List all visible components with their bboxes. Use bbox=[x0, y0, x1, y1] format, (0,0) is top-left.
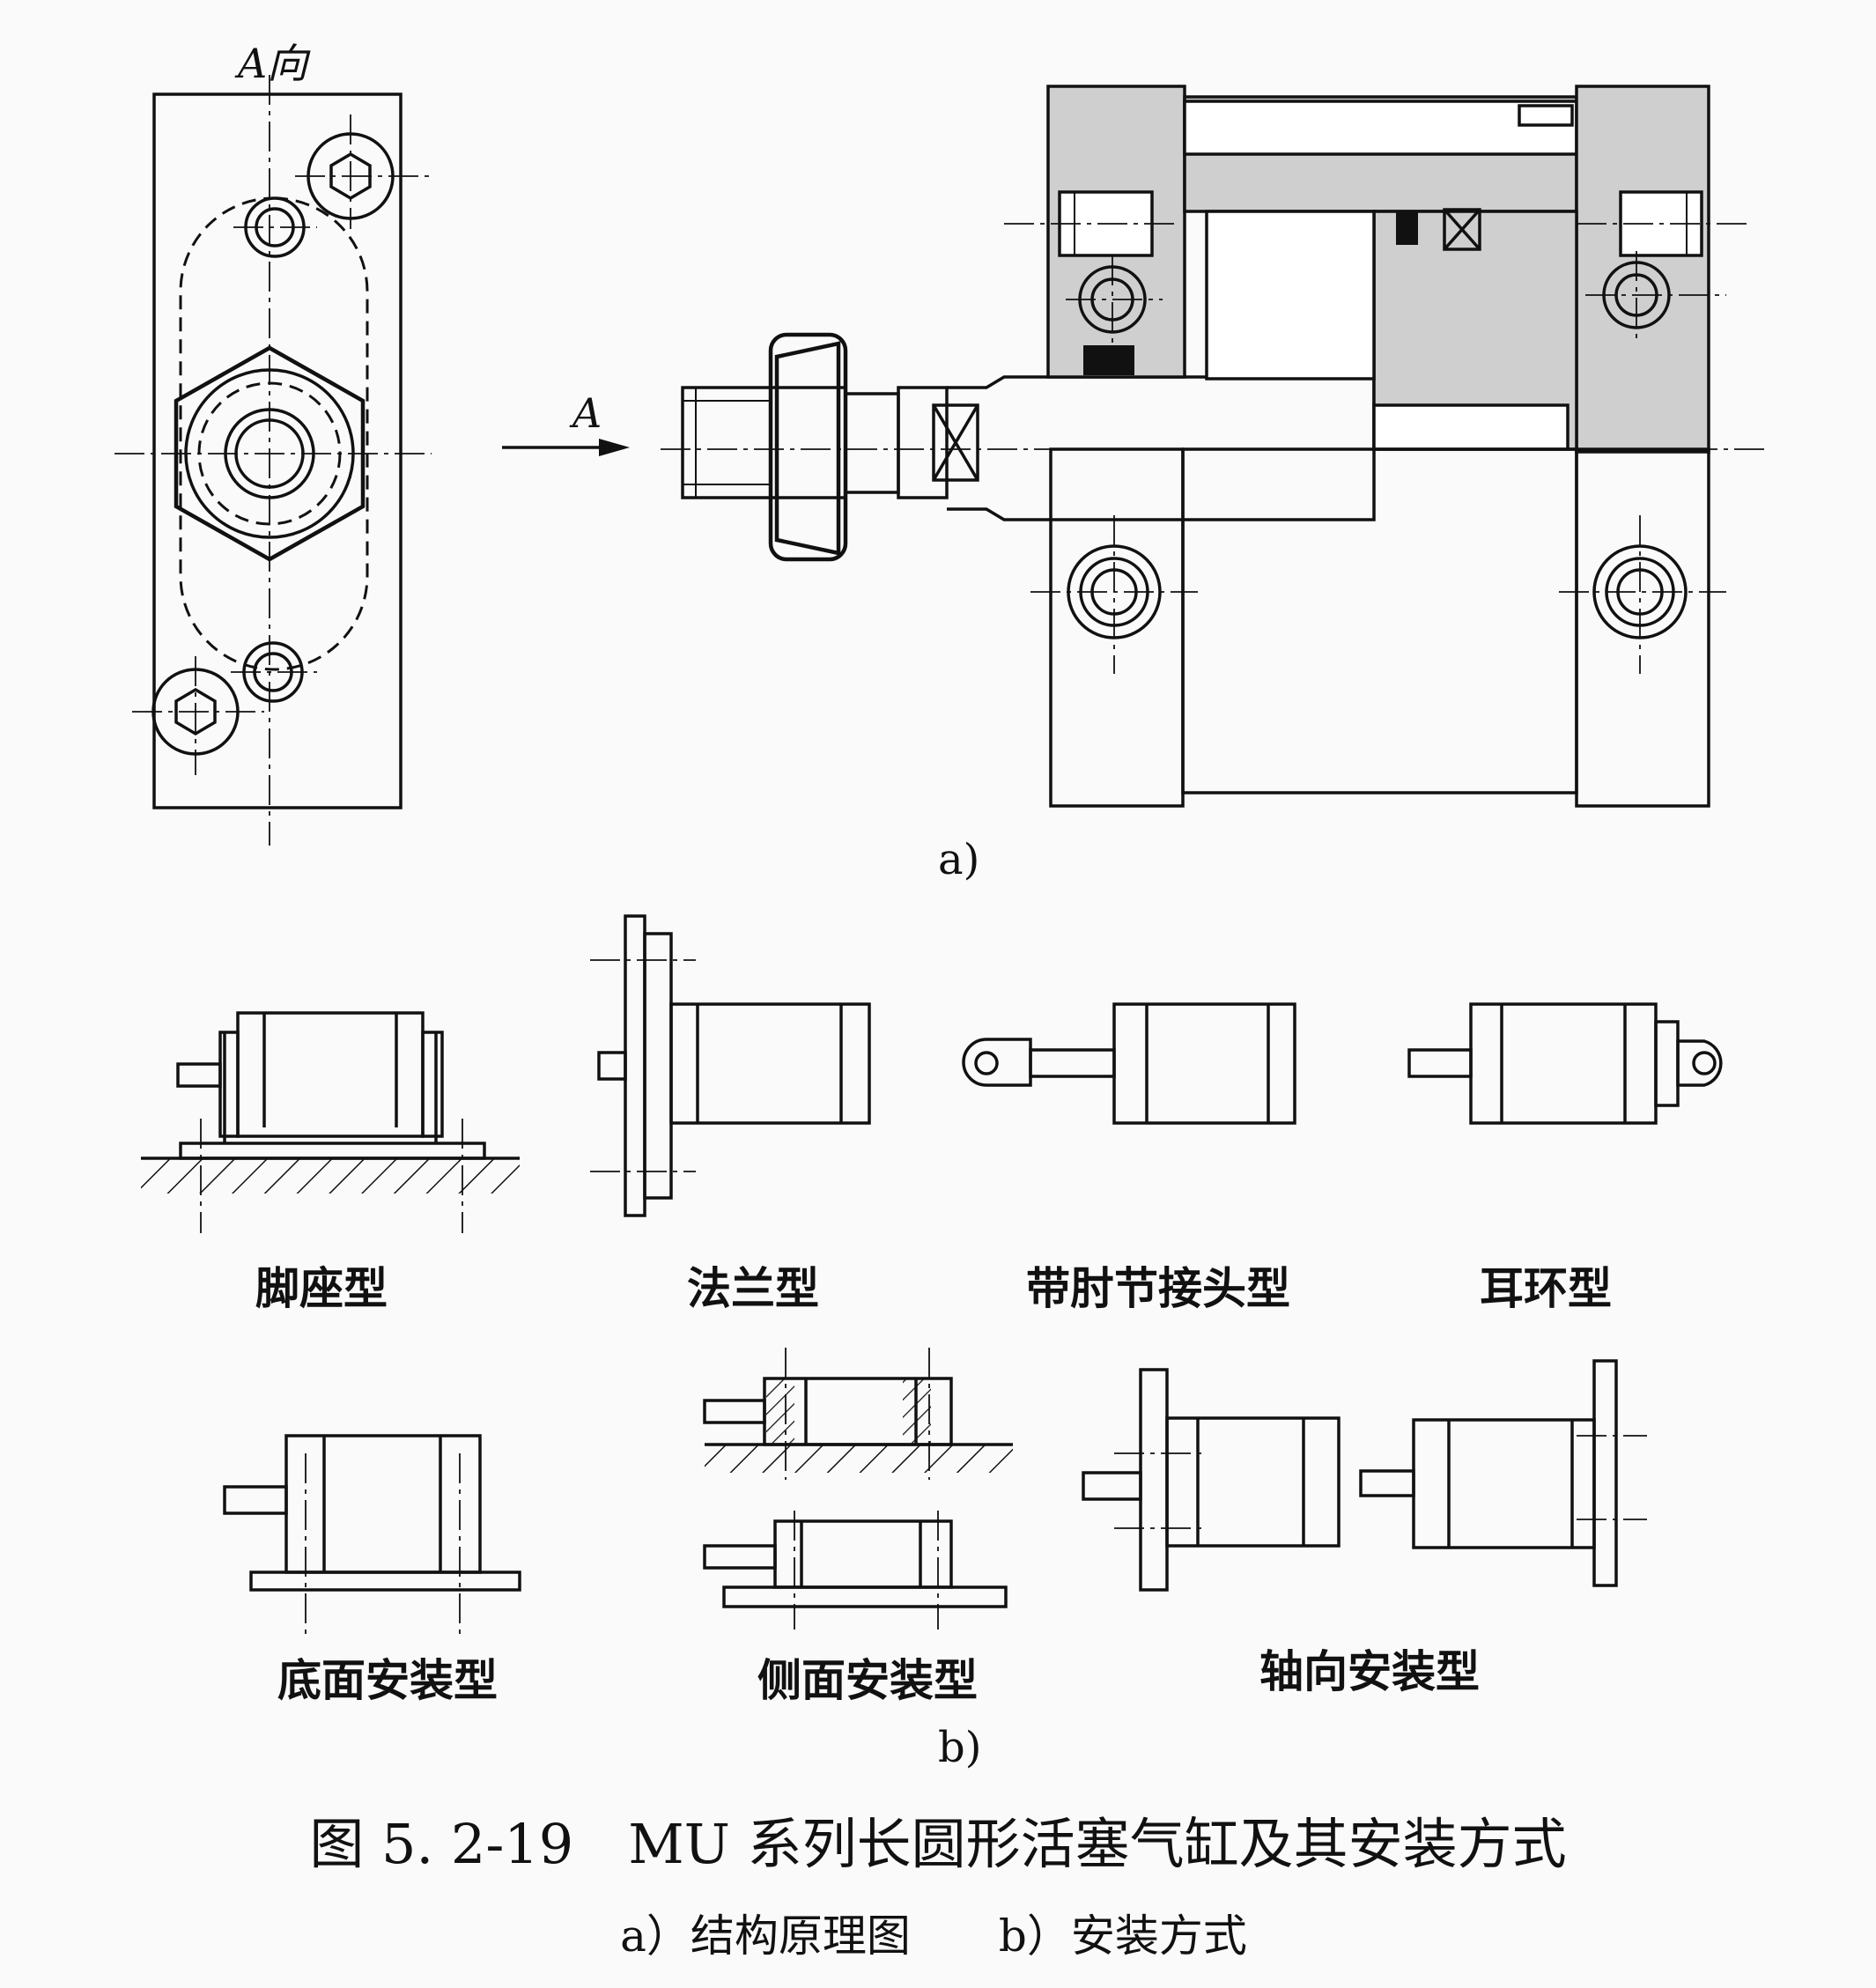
mount-foot-type: 脚座型 bbox=[141, 1011, 520, 1314]
view-a-title: A向 bbox=[234, 40, 311, 87]
mount-label-axial: 轴向安装型 bbox=[1259, 1646, 1480, 1697]
part-b-label: b) bbox=[938, 1723, 981, 1772]
mount-side-type: 侧面安装型 bbox=[703, 1348, 1013, 1706]
part-a-label: a) bbox=[938, 835, 979, 884]
mount-label-knuckle: 带肘节接头型 bbox=[1026, 1263, 1290, 1314]
mount-bottom-type: 底面安装型 bbox=[223, 1434, 521, 1706]
mount-label-ear-ring: 耳环型 bbox=[1480, 1263, 1612, 1314]
figure-caption-title: 图 5. 2-19 MU 系列长圆形活塞气缸及其安装方式 bbox=[309, 1812, 1566, 1876]
arrow-label-a: A bbox=[569, 389, 602, 437]
view-a-end-view: A向 bbox=[114, 40, 432, 846]
mount-label-bottom: 底面安装型 bbox=[277, 1655, 498, 1706]
mount-knuckle-joint-type: 带肘节接头型 bbox=[962, 1002, 1296, 1314]
mount-axial-type: 轴向安装型 bbox=[1082, 1359, 1647, 1697]
cylinder-section-view bbox=[661, 85, 1770, 808]
mount-ear-ring-type: 耳环型 bbox=[1407, 1002, 1723, 1314]
mount-label-flange: 法兰型 bbox=[687, 1263, 819, 1314]
view-direction-arrow: A bbox=[502, 389, 630, 456]
mount-label-foot: 脚座型 bbox=[255, 1263, 388, 1314]
mount-label-side: 侧面安装型 bbox=[757, 1655, 978, 1706]
mount-flange-type: 法兰型 bbox=[590, 914, 871, 1314]
figure-caption-subtitle: a）结构原理图 b）安装方式 bbox=[620, 1910, 1247, 1962]
